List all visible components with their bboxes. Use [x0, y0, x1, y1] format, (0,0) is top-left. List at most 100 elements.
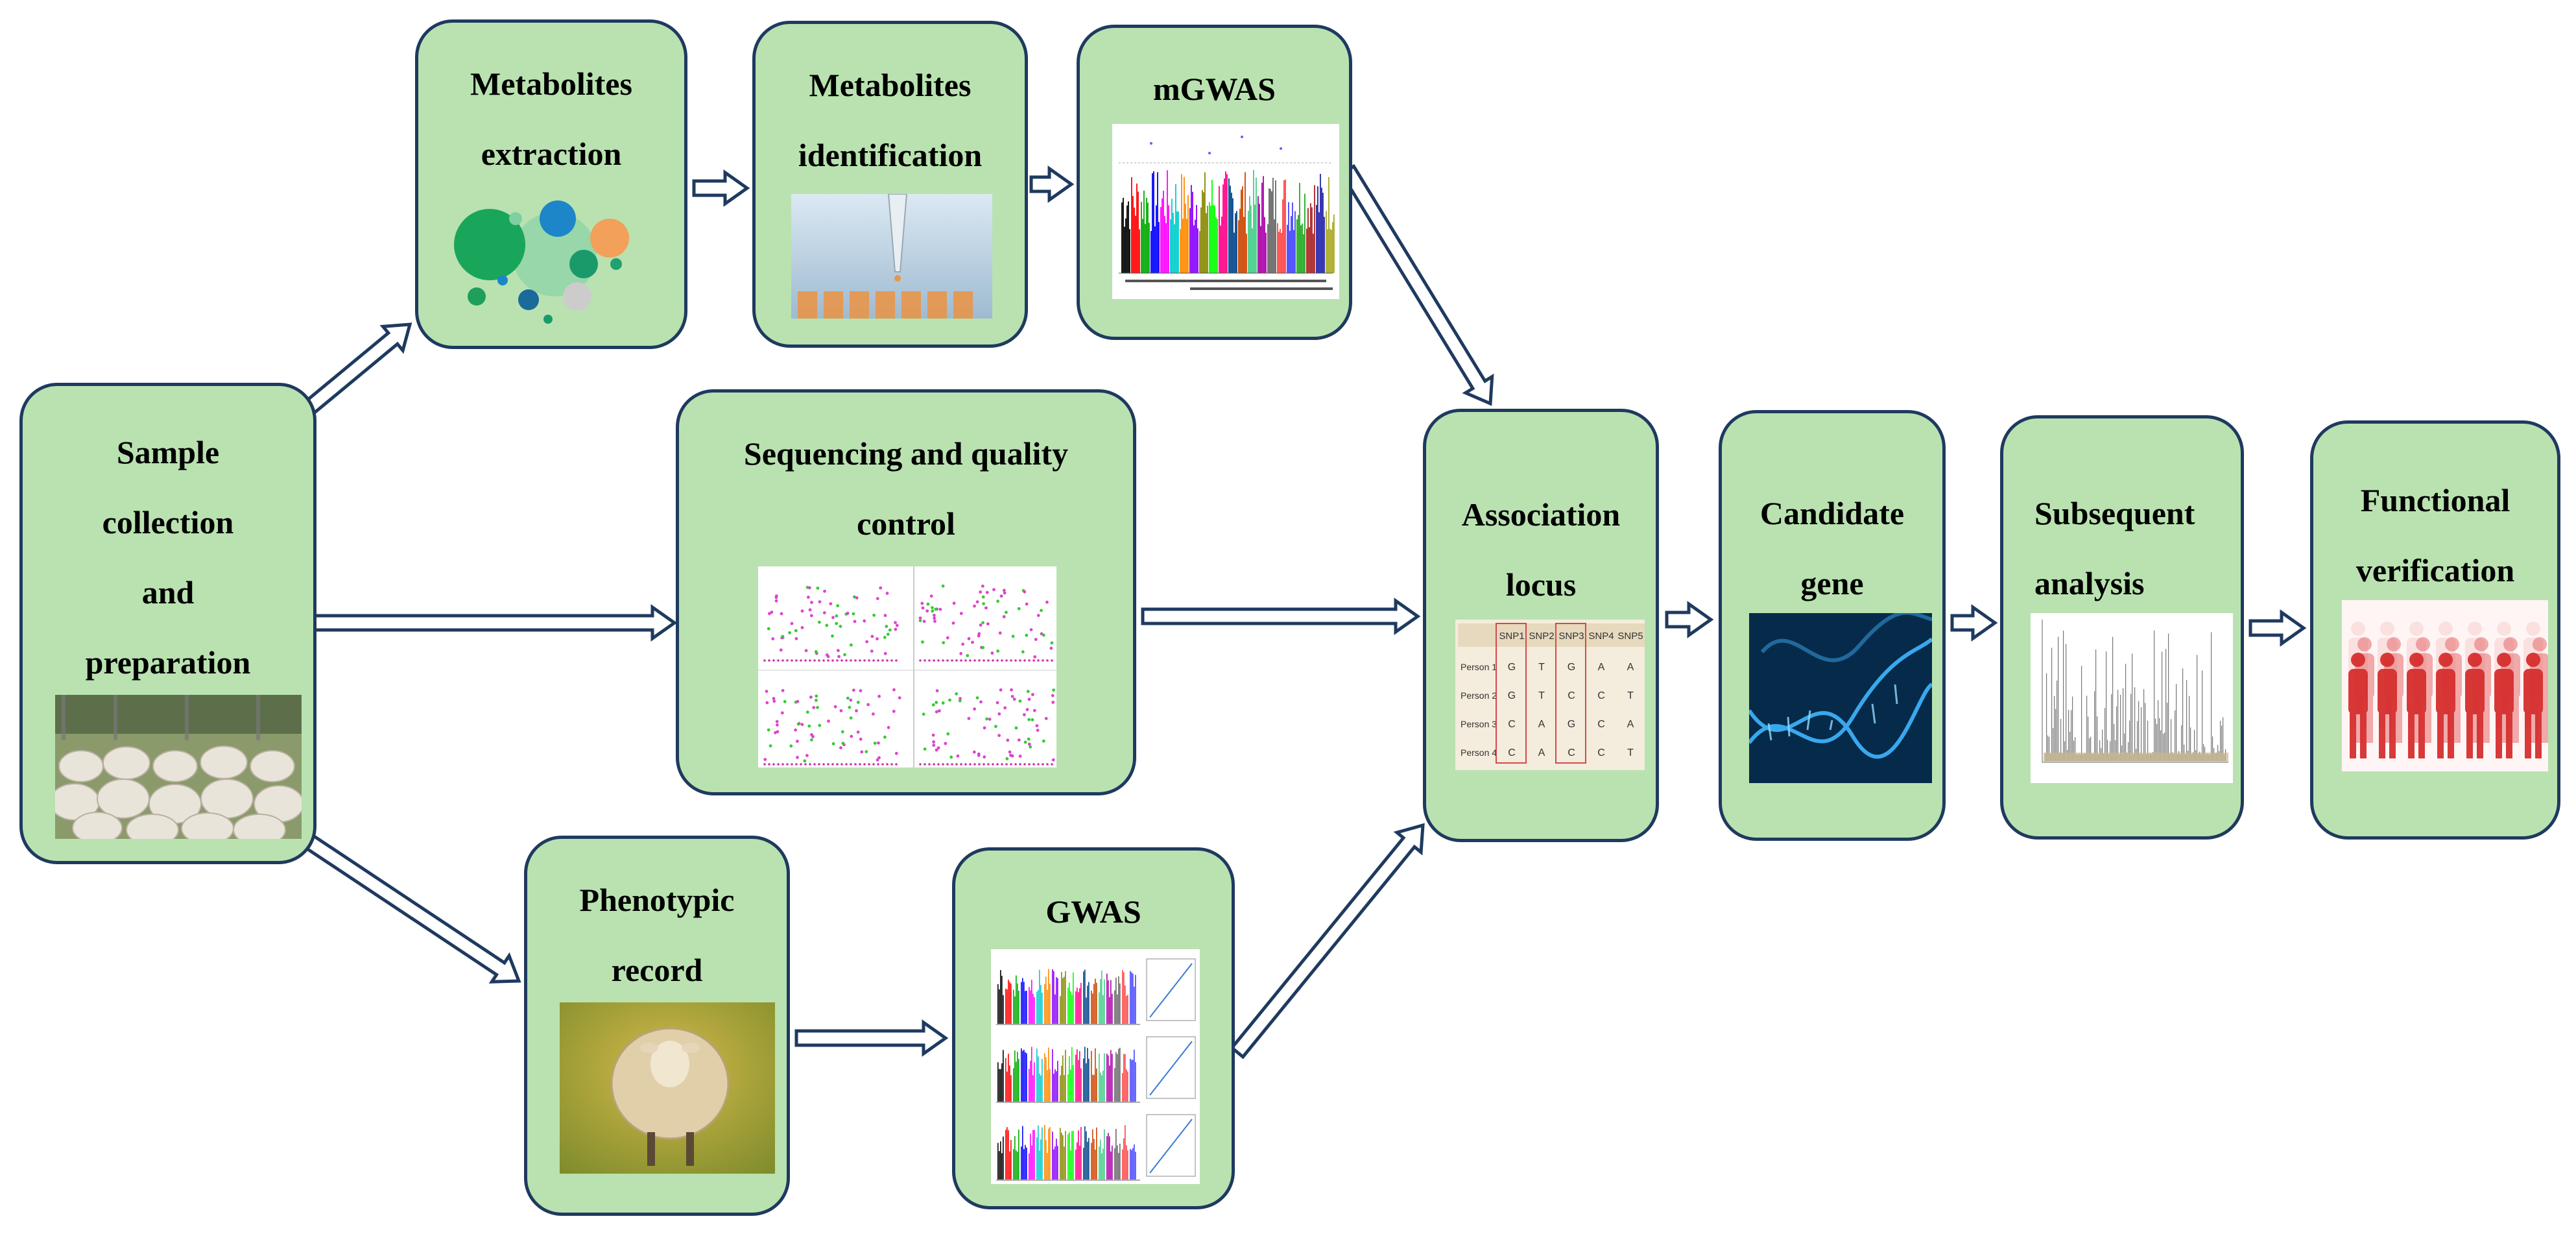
plot-mark [1127, 1071, 1128, 1102]
label-line: extraction [481, 136, 622, 172]
plot-mark [849, 698, 853, 702]
plot-mark [1021, 1146, 1022, 1180]
plot-mark [1017, 983, 1018, 1024]
plot-mark [961, 642, 964, 646]
flow-arrow [1665, 601, 1714, 638]
plot-mark [1296, 219, 1298, 273]
node-association-locus-label: Association locus [1426, 479, 1656, 620]
plot-mark [1156, 205, 1157, 273]
plot-mark [1162, 198, 1163, 273]
plot-mark [809, 614, 813, 618]
plot-mark [1027, 718, 1031, 721]
plot-mark [1193, 225, 1195, 273]
plot-mark [763, 758, 767, 761]
plot-mark [1259, 204, 1260, 273]
plot-mark [2116, 706, 2117, 761]
plot-mark [946, 636, 949, 640]
plot-mark [1119, 1143, 1121, 1180]
plot-mark [1112, 1145, 1113, 1180]
plot-mark [1203, 192, 1204, 273]
plot-mark [1077, 1142, 1078, 1180]
node-mgwas: mGWAS [1077, 25, 1352, 340]
plot-mark [872, 613, 876, 617]
plot-mark [1042, 763, 1044, 766]
plot-mark [836, 763, 839, 766]
plot-mark [1220, 225, 1221, 273]
plot-mark [1032, 659, 1035, 662]
label-line: control [857, 505, 955, 542]
plot-mark [777, 763, 780, 766]
bubble-chart [451, 193, 658, 335]
plot-mark [849, 716, 853, 720]
plot-mark [1014, 763, 1017, 766]
plot-mark [877, 659, 879, 662]
plot-mark [809, 696, 813, 699]
plot-mark [2081, 666, 2082, 761]
node-candidate-gene-label: Candidate gene [1722, 478, 1942, 618]
plot-mark [1147, 202, 1149, 273]
plot-mark [777, 659, 780, 662]
plot-mark [1314, 185, 1315, 273]
plot-mark [1028, 659, 1031, 662]
plot-mark [879, 586, 883, 590]
plot-mark [1285, 179, 1286, 273]
plot-mark [1096, 1127, 1097, 1180]
plot-mark [1318, 212, 1320, 273]
plot-mark [890, 659, 893, 662]
plot-mark [829, 602, 833, 605]
plot-mark [1088, 1137, 1090, 1180]
plot-mark [1114, 990, 1115, 1024]
plot-mark [1003, 706, 1007, 710]
plot-mark [1271, 191, 1272, 273]
plot-mark [1014, 1050, 1016, 1102]
plot-mark [946, 659, 949, 662]
plot-mark [1091, 1050, 1092, 1102]
label-line: Metabolites [809, 67, 972, 103]
plot-mark [1226, 174, 1228, 273]
plot-mark [831, 742, 835, 745]
plot-mark [1100, 979, 1101, 1024]
plot-mark [827, 720, 830, 723]
table-cell: A [1627, 662, 1634, 673]
plot-mark [973, 763, 976, 766]
plot-mark [1062, 1055, 1064, 1102]
label-line: GWAS [1045, 893, 1141, 930]
plot-mark [1018, 1059, 1020, 1102]
plot-mark [885, 625, 888, 628]
plot-mark [767, 627, 770, 631]
plot-mark [1332, 222, 1333, 273]
plot-mark [795, 763, 798, 766]
plot-mark [1126, 1069, 1127, 1102]
plot-mark [781, 635, 785, 638]
plot-mark [1189, 208, 1191, 273]
plot-mark [981, 621, 984, 625]
plot-mark [1154, 226, 1156, 273]
plot-mark [1253, 169, 1254, 273]
plot-mark [1277, 223, 1278, 273]
plot-mark [883, 636, 887, 639]
plot-mark [1052, 969, 1053, 1024]
plot-mark [1001, 763, 1003, 766]
plot-mark [931, 733, 935, 737]
plot-mark [1099, 1054, 1100, 1102]
plot-mark [1021, 1048, 1022, 1102]
plot-mark [1033, 655, 1037, 659]
plot-mark [1132, 196, 1134, 273]
plot-mark [763, 659, 766, 662]
plot-mark [1073, 1131, 1074, 1180]
plot-mark [825, 623, 829, 627]
plot-mark [1040, 985, 1042, 1024]
plot-mark [791, 659, 793, 662]
plot-mark [887, 726, 890, 729]
plot-mark [946, 763, 949, 766]
plot-mark [1016, 1150, 1017, 1180]
plot-mark [872, 712, 875, 716]
plot-mark [1109, 1136, 1110, 1180]
plot-mark [845, 659, 848, 662]
plot-mark [1026, 690, 1030, 694]
table-header: SNP1 [1499, 631, 1524, 642]
plot-mark [1165, 223, 1167, 273]
plot-mark [807, 724, 811, 728]
plot-mark [918, 619, 922, 622]
